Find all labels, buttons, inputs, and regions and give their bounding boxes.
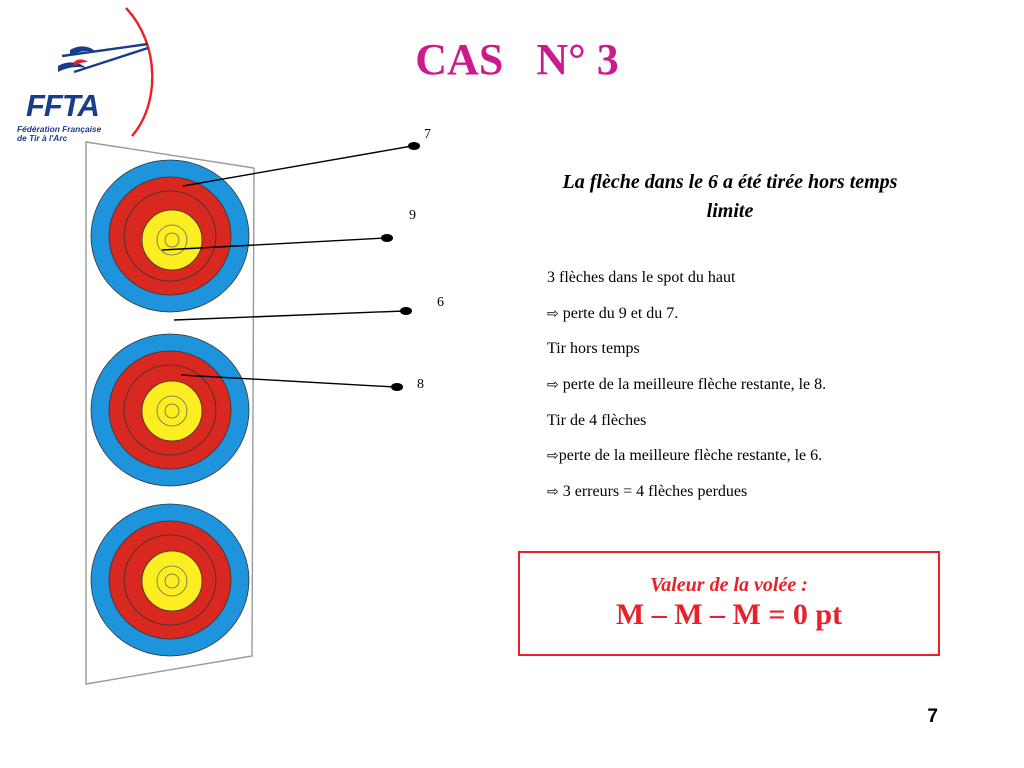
note-item: ⇨ perte de la meilleure flèche restante,… — [547, 376, 826, 412]
arrow-right-icon: ⇨ — [547, 377, 559, 394]
ffta-bow-logo-icon — [58, 7, 154, 137]
arrow-label-9: 9 — [409, 208, 416, 223]
note-item: Tir hors temps — [547, 340, 826, 376]
arrow-label-6: 6 — [437, 295, 444, 310]
arrow-right-icon: ⇨ — [547, 305, 559, 322]
arrow-score-7 — [182, 142, 420, 187]
arrow-score-8 — [180, 374, 403, 391]
note-text: perte de la meilleure flèche restante, l… — [558, 376, 827, 394]
note-text: 3 erreurs = 4 flèches perdues — [558, 483, 748, 501]
arrow-score-9 — [161, 234, 393, 251]
arrow-right-icon: ⇨ — [547, 448, 559, 465]
logo-wordmark: FFTA — [26, 88, 100, 123]
logo-subtitle-line1: Fédération Française — [17, 124, 102, 134]
note-item: ⇨perte de la meilleure flèche restante, … — [547, 447, 826, 483]
case-notes: 3 flèches dans le spot du haut ⇨ perte d… — [547, 269, 826, 519]
note-text: Tir de 4 flèches — [547, 411, 647, 429]
ffta-logo: FFTA Fédération Française de Tir à l'Arc — [10, 4, 160, 144]
case-heading: La flèche dans le 6 a été tirée hors tem… — [562, 171, 898, 222]
note-item: Tir de 4 flèches — [547, 412, 826, 448]
page-number: 7 — [927, 706, 938, 727]
note-text: perte de la meilleure flèche restante, l… — [558, 447, 823, 465]
result-box: Valeur de la volée : M – M – M = 0 pt — [518, 551, 940, 656]
arrow-label-7: 7 — [424, 127, 431, 142]
arrow-score-6 — [173, 307, 412, 321]
note-item: ⇨ perte du 9 et du 7. — [547, 305, 826, 341]
target-spot-top — [90, 159, 250, 313]
logo-subtitle: Fédération Française de Tir à l'Arc — [17, 125, 101, 143]
note-item: 3 flèches dans le spot du haut — [547, 269, 826, 305]
note-text: 3 flèches dans le spot du haut — [547, 269, 736, 286]
note-item: ⇨ 3 erreurs = 4 flèches perdues — [547, 483, 826, 519]
result-label: Valeur de la volée : — [650, 574, 808, 596]
arrow-right-icon: ⇨ — [547, 484, 559, 501]
target-spot-bottom — [90, 503, 250, 657]
note-text: perte du 9 et du 7. — [558, 304, 679, 322]
result-value: M – M – M = 0 pt — [615, 598, 843, 631]
note-text: Tir hors temps — [547, 340, 640, 358]
target-spot-middle — [90, 333, 250, 487]
slide-title: CAS N° 3 — [415, 35, 619, 84]
arrow-label-8: 8 — [417, 377, 424, 392]
logo-subtitle-line2: de Tir à l'Arc — [17, 133, 68, 143]
